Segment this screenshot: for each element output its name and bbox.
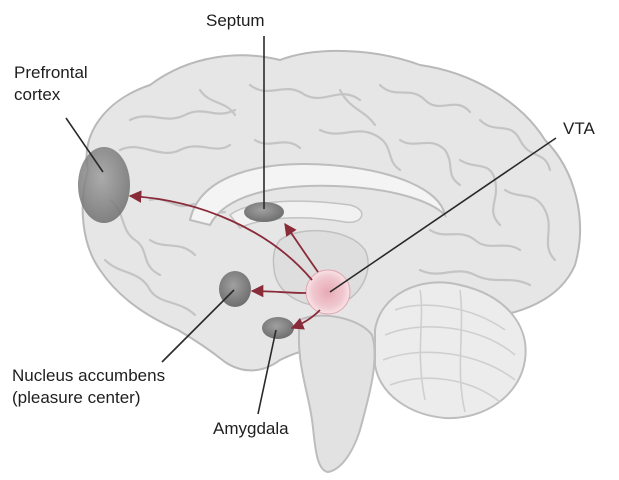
- label-septum: Septum: [206, 10, 265, 32]
- nucleus-accumbens-region: [219, 271, 251, 307]
- label-prefrontal-line2: cortex: [14, 84, 88, 106]
- amygdala-region: [262, 317, 294, 339]
- label-vta: VTA: [563, 118, 595, 140]
- vta-region: [306, 270, 350, 314]
- brainstem: [299, 316, 375, 472]
- label-vta-text: VTA: [563, 118, 595, 140]
- label-septum-text: Septum: [206, 10, 265, 32]
- label-nucleus-accumbens: Nucleus accumbens (pleasure center): [12, 365, 165, 409]
- label-amygdala-text: Amygdala: [213, 418, 289, 440]
- prefrontal-cortex-region: [78, 147, 130, 223]
- label-prefrontal-line1: Prefrontal: [14, 62, 88, 84]
- label-amygdala: Amygdala: [213, 418, 289, 440]
- label-nucleus-line2: (pleasure center): [12, 387, 165, 409]
- label-nucleus-line1: Nucleus accumbens: [12, 365, 165, 387]
- label-prefrontal-cortex: Prefrontal cortex: [14, 62, 88, 106]
